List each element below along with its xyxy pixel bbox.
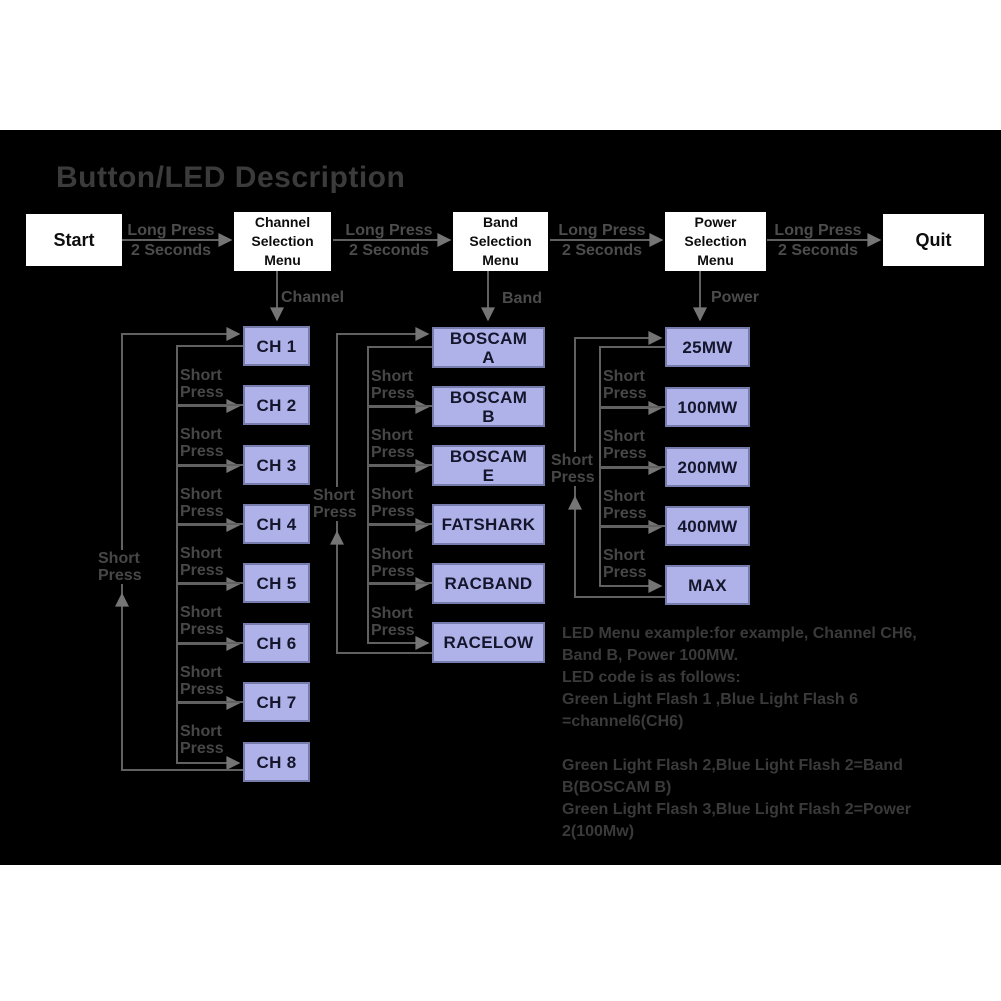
short-press-label: Short Press [371,486,415,520]
power-node-100mw: 100MW [665,387,750,427]
note-line: Green Light Flash 1 ,Blue Light Flash 6 [562,691,859,708]
short-press-label: Short Press [180,545,224,579]
long-press-label-3: Long Press 2 Seconds [558,222,646,259]
note-line: B(BOSCAM B) [562,779,672,796]
channel-loop-short-press-label: Short Press [96,550,144,584]
short-press-label: Short Press [180,664,224,698]
note-line: Green Light Flash 2,Blue Light Flash 2=B… [562,757,903,774]
page-title: Button/LED Description [56,161,406,194]
short-press-label: Short Press [603,488,647,522]
power-node-400mw: 400MW [665,506,750,546]
power-node-200mw: 200MW [665,447,750,487]
band-node-boscam-a: BOSCAM A [432,327,545,368]
channel-node-ch4: CH 4 [243,504,310,544]
power-loop-short-press-label: Short Press [549,452,597,486]
band-node-boscam-e: BOSCAM E [432,445,545,486]
short-press-label: Short Press [603,368,647,402]
channel-node-ch3: CH 3 [243,445,310,485]
note-line: LED code is as follows: [562,669,741,686]
short-press-label: Short Press [180,723,224,757]
band-node-fatshark: FATSHARK [432,504,545,545]
long-press-label-4: Long Press 2 Seconds [774,222,862,259]
branch-label-power: Power [711,289,760,306]
short-press-label: Short Press [371,546,415,580]
channel-node-ch5: CH 5 [243,563,310,603]
start-node: Start [26,214,122,266]
channel-node-ch2: CH 2 [243,385,310,425]
note-line: Green Light Flash 3,Blue Light Flash 2=P… [562,801,911,818]
short-press-label: Short Press [603,547,647,581]
note-line: Band B, Power 100MW. [562,647,739,664]
band-selection-menu-node: Band Selection Menu [453,212,548,271]
channel-selection-menu-node: Channel Selection Menu [234,212,331,271]
note-gap [562,733,982,755]
power-selection-menu-node: Power Selection Menu [665,212,766,271]
long-press-label-1: Long Press 2 Seconds [127,222,215,259]
power-node-max: MAX [665,565,750,605]
channel-node-ch7: CH 7 [243,682,310,722]
channel-node-ch8: CH 8 [243,742,310,782]
short-press-label: Short Press [371,427,415,461]
long-press-label-2: Long Press 2 Seconds [345,222,433,259]
short-press-label: Short Press [180,486,224,520]
band-node-racband: RACBAND [432,563,545,604]
short-press-label: Short Press [180,604,224,638]
short-press-label: Short Press [180,426,224,460]
channel-node-ch1: CH 1 [243,326,310,366]
band-node-boscam-b: BOSCAM B [432,386,545,427]
quit-node: Quit [883,214,984,266]
short-press-label: Short Press [371,368,415,402]
channel-node-ch6: CH 6 [243,623,310,663]
note-line: =channel6(CH6) [562,713,684,730]
band-loop-short-press-label: Short Press [311,487,359,521]
band-node-racelow: RACELOW [432,622,545,663]
led-notes-block: LED Menu example:for example, Channel CH… [562,623,982,843]
short-press-label: Short Press [371,605,415,639]
branch-label-band: Band [502,290,542,307]
short-press-label: Short Press [180,367,224,401]
branch-label-channel: Channel [281,289,345,306]
note-line: LED Menu example:for example, Channel CH… [562,625,917,642]
power-node-25mw: 25MW [665,327,750,367]
note-line: 2(100Mw) [562,823,635,840]
short-press-label: Short Press [603,428,647,462]
